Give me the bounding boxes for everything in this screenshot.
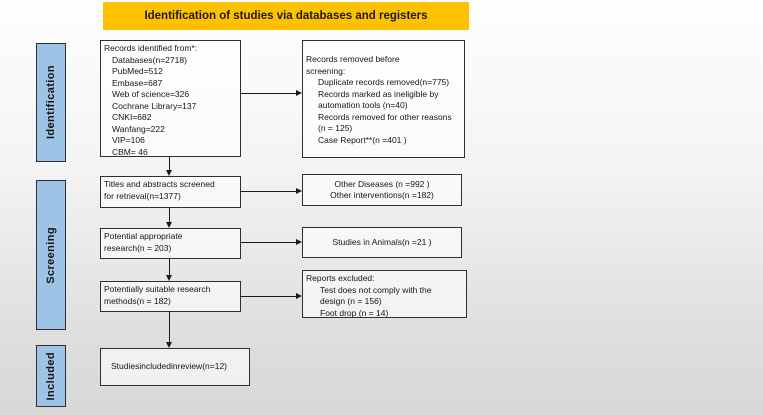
arrow-down-icon bbox=[166, 222, 172, 228]
arrow-right-icon bbox=[296, 187, 302, 194]
records-removed-line: Records removed before bbox=[306, 54, 400, 64]
records-removed-line: automation tools (n=40) bbox=[318, 100, 408, 110]
box-suitable-methods: Potentially suitable research methods(n … bbox=[100, 281, 241, 312]
included-review-line: Studiesincludedinreview(n=12) bbox=[111, 361, 227, 372]
records-removed-line: (n = 125) bbox=[318, 123, 353, 133]
records-removed-line: screening: bbox=[306, 65, 346, 76]
records-identified-line: Cochrane Library=137 bbox=[112, 100, 197, 111]
reports-excluded-line: Test does not comply with the bbox=[320, 284, 432, 295]
reports-excluded-line: design (n = 156) bbox=[320, 296, 382, 306]
box-animal-studies: Studies in Animals(n =21 ) bbox=[302, 227, 462, 258]
stage-identification: Identification bbox=[36, 43, 66, 162]
potential-research-line: Potential appropriate bbox=[104, 231, 183, 241]
other-excluded-line: Other Diseases (n =992 ) bbox=[334, 178, 430, 189]
titles-screened-line: for retrieval(n=1377) bbox=[104, 190, 181, 201]
connector-line bbox=[241, 191, 296, 192]
stage-identification-label: Identification bbox=[45, 65, 57, 140]
connector-line bbox=[169, 207, 170, 223]
connector-line bbox=[169, 311, 170, 343]
arrow-right-icon bbox=[296, 89, 302, 96]
records-identified-line: PubMed=512 bbox=[112, 66, 163, 76]
reports-excluded-line: Reports excluded: bbox=[306, 273, 375, 283]
records-identified-line: Databases(n=2718) bbox=[112, 54, 187, 65]
records-removed-line: Duplicate records removed(n=775) bbox=[318, 77, 450, 87]
records-identified-line: Wanfang=222 bbox=[112, 123, 165, 134]
other-excluded-line: Other interventions(n =182) bbox=[330, 190, 434, 200]
potential-research-line: research(n = 203) bbox=[104, 242, 172, 253]
animal-studies-line: Studies in Animals(n =21 ) bbox=[332, 236, 432, 247]
connector-line bbox=[241, 93, 296, 94]
box-included-review: Studiesincludedinreview(n=12) bbox=[100, 348, 250, 386]
box-records-removed: Records removed before screening: Duplic… bbox=[302, 40, 465, 158]
stage-included-label: Included bbox=[45, 351, 57, 401]
titles-screened-line: Titles and abstracts screened bbox=[104, 179, 215, 189]
box-titles-screened: Titles and abstracts screened for retrie… bbox=[100, 176, 241, 208]
records-removed-line: Records marked as ineligible by bbox=[318, 88, 439, 99]
records-identified-line: Web of science=326 bbox=[112, 89, 190, 99]
stage-screening: Screening bbox=[36, 180, 66, 330]
connector-line bbox=[169, 156, 170, 171]
connector-line bbox=[241, 296, 296, 297]
arrow-right-icon bbox=[296, 292, 302, 299]
stage-included: Included bbox=[36, 345, 66, 407]
records-identified-line: CNKI=682 bbox=[112, 112, 152, 122]
box-reports-excluded: Reports excluded: Test does not comply w… bbox=[302, 270, 467, 318]
box-potential-research: Potential appropriate research(n = 203) bbox=[100, 228, 241, 259]
records-identified-line: Embase=687 bbox=[112, 77, 163, 88]
stage-screening-label: Screening bbox=[45, 226, 57, 284]
connector-line bbox=[241, 242, 296, 243]
connector-line bbox=[169, 258, 170, 276]
suitable-methods-line: methods(n = 182) bbox=[104, 295, 171, 306]
records-identified-line: CBM= 46 bbox=[112, 146, 148, 157]
arrow-down-icon bbox=[166, 170, 172, 176]
records-removed-line: Case Report**(n =401 ) bbox=[318, 134, 407, 145]
arrow-down-icon bbox=[166, 275, 172, 281]
arrow-right-icon bbox=[296, 238, 302, 245]
suitable-methods-line: Potentially suitable research bbox=[104, 284, 211, 294]
records-identified-line: VIP=106 bbox=[112, 135, 145, 145]
box-records-identified: Records identified from*: Databases(n=27… bbox=[100, 40, 241, 157]
arrow-down-icon bbox=[166, 342, 172, 348]
diagram-title: Identification of studies via databases … bbox=[144, 10, 428, 22]
records-removed-line: Records removed for other reasons bbox=[318, 111, 452, 122]
box-other-excluded: Other Diseases (n =992 ) Other intervent… bbox=[302, 174, 462, 206]
diagram-title-banner: Identification of studies via databases … bbox=[103, 2, 469, 30]
records-identified-line: Records identified from*: bbox=[104, 43, 198, 53]
reports-excluded-line: Foot drop (n = 14) bbox=[320, 307, 389, 318]
